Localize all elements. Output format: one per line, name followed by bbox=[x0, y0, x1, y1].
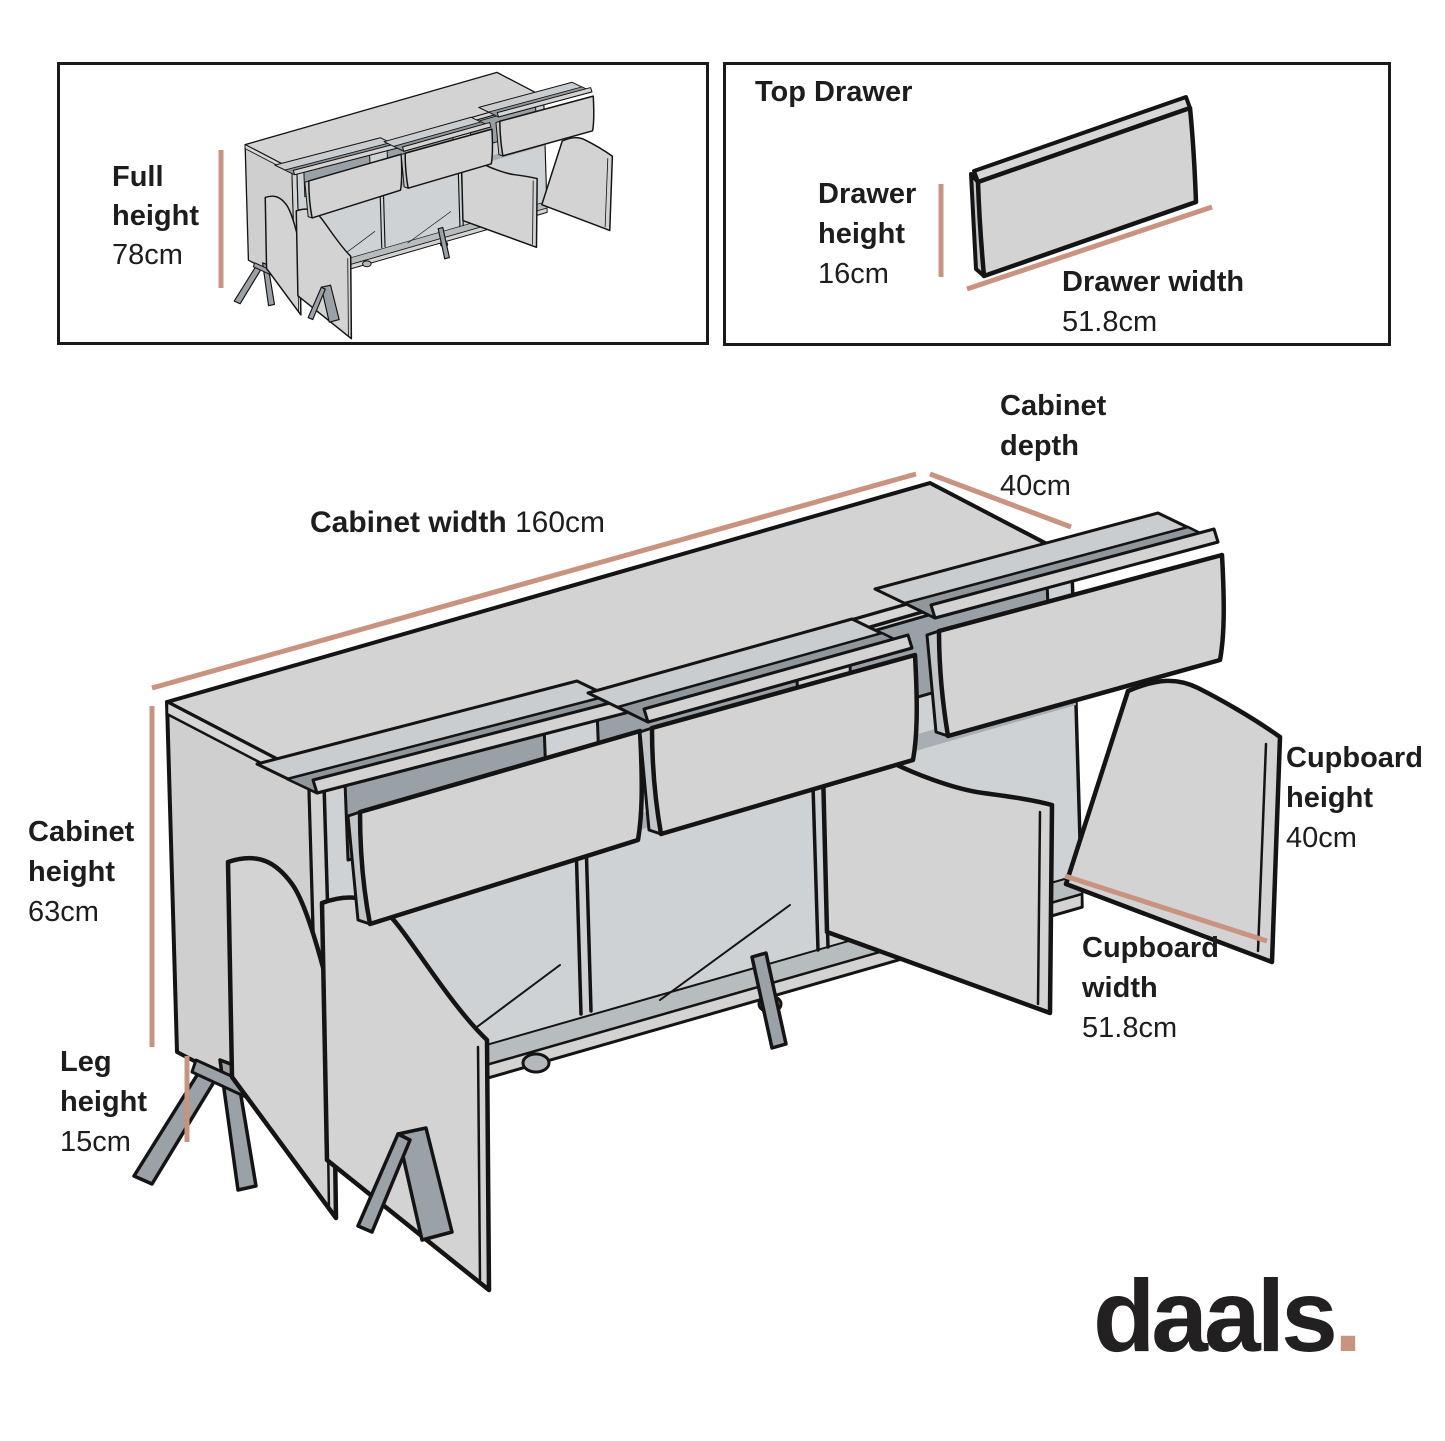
cupboard-width-dimension-line bbox=[1064, 873, 1268, 944]
cabinet-width-dimension-line bbox=[151, 471, 917, 691]
drawer-width-dimension-line bbox=[966, 204, 1213, 292]
cupboard-height-value: 40cm bbox=[1286, 822, 1357, 854]
drawer-height-value: 16cm bbox=[818, 258, 889, 290]
open-drawers bbox=[255, 511, 1226, 927]
leg-height-label: Leg height 15cm bbox=[60, 1042, 147, 1162]
drawer-height-label-line2: height bbox=[818, 218, 905, 250]
full-height-label: Full height 78cm bbox=[112, 158, 199, 275]
cupboard-width-label: Cupboard width 51.8cm bbox=[1082, 928, 1219, 1048]
leg-height-value: 15cm bbox=[60, 1126, 131, 1158]
daals-logo-text: daals bbox=[1093, 1259, 1338, 1373]
sideboard-illustration bbox=[132, 481, 1283, 1293]
top-drawer-panel bbox=[723, 62, 1391, 346]
drawer-width-label: Drawer width 51.8cm bbox=[1062, 262, 1244, 342]
drawer-width-label-line1: Drawer width bbox=[1062, 266, 1245, 298]
drawer-height-label: Drawer height 16cm bbox=[818, 174, 916, 294]
cupboard-height-label-line2: height bbox=[1286, 782, 1373, 814]
cupboard-doors-left bbox=[225, 855, 492, 1293]
cabinet-depth-label: Cabinet depth 40cm bbox=[1000, 386, 1106, 506]
cabinet-depth-dimension-line bbox=[929, 471, 1072, 530]
full-height-panel bbox=[57, 62, 709, 345]
top-drawer-title: Top Drawer bbox=[755, 76, 913, 108]
cupboard-width-label-line2: width bbox=[1082, 972, 1158, 1004]
cupboard-width-value: 51.8cm bbox=[1082, 1012, 1178, 1044]
leg-height-label-line1: Leg bbox=[60, 1046, 112, 1078]
leg-height-label-line2: height bbox=[60, 1086, 147, 1118]
daals-logo: daals. bbox=[1093, 1258, 1362, 1375]
cabinet-height-label-line2: height bbox=[28, 856, 115, 888]
full-height-label-line2: height bbox=[112, 200, 199, 232]
cabinet-width-value: 160cm bbox=[515, 506, 606, 539]
drawer-height-label-line1: Drawer bbox=[818, 178, 917, 210]
cabinet-height-label-line1: Cabinet bbox=[28, 816, 135, 848]
cabinet-width-label-name: Cabinet width bbox=[310, 506, 507, 539]
cabinet-width-label: Cabinet width 160cm bbox=[310, 506, 605, 540]
cabinet-height-value: 63cm bbox=[28, 896, 99, 928]
cabinet-depth-label-line1: Cabinet bbox=[1000, 390, 1107, 422]
full-height-label-line1: Full bbox=[112, 161, 164, 193]
drawer-width-value: 51.8cm bbox=[1062, 306, 1158, 338]
hairpin-leg-front bbox=[356, 1126, 454, 1242]
cupboard-height-label-line1: Cupboard bbox=[1286, 742, 1423, 774]
cupboard-height-label: Cupboard height 40cm bbox=[1286, 738, 1423, 858]
cabinet-depth-value: 40cm bbox=[1000, 470, 1071, 502]
cabinet-height-label: Cabinet height 63cm bbox=[28, 812, 134, 932]
full-height-value: 78cm bbox=[112, 239, 183, 271]
cabinet-depth-label-line2: depth bbox=[1000, 430, 1079, 462]
drawer-panel-illustration bbox=[969, 95, 1199, 279]
daals-logo-dot: . bbox=[1333, 1259, 1363, 1373]
cupboard-width-label-line1: Cupboard bbox=[1082, 932, 1219, 964]
